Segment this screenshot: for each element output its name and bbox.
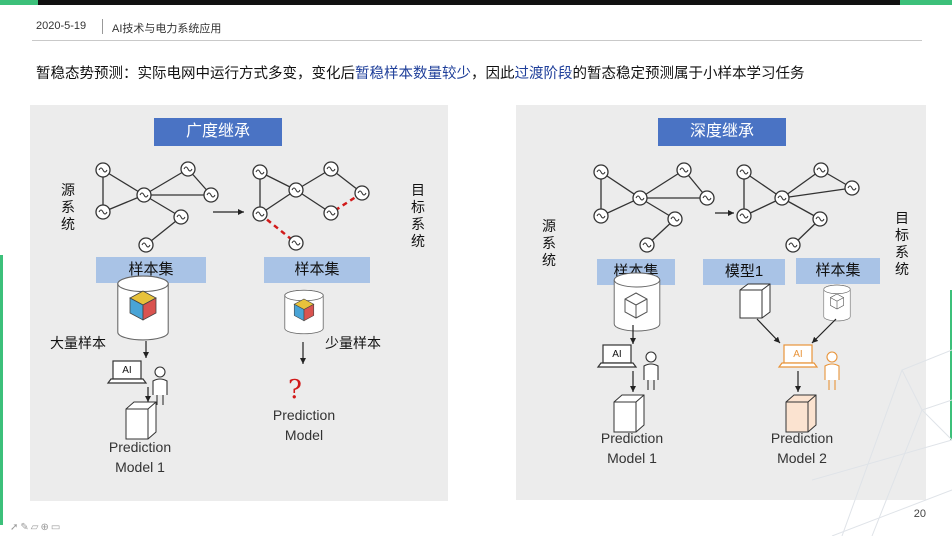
depth-inheritance-panel: [516, 105, 926, 500]
right-arrow-samples-to-ai: [811, 318, 837, 344]
pen-icon[interactable]: ✎: [20, 522, 31, 533]
top-accent-right: [900, 0, 952, 5]
left-ai-label: AI: [122, 365, 131, 376]
left-sample-set-2: 样本集: [264, 257, 370, 283]
right-ai-label-2: AI: [793, 349, 802, 360]
left-model-cube-1: [125, 401, 157, 440]
headline-part-2: ，因此: [471, 66, 515, 82]
right-arrow-model-to-ai: [756, 318, 781, 344]
left-target-network: [259, 168, 363, 215]
right-sample-set-2: 样本集: [796, 258, 880, 284]
left-target-system-label: 目标系统: [411, 182, 425, 249]
right-database-icon-2: [823, 284, 851, 322]
headline-part-3: 的暂态稳定预测属于小样本学习任务: [572, 66, 805, 82]
headline-highlight-1: 暂稳样本数量较少: [355, 66, 471, 82]
right-pred1-line1: Prediction: [600, 430, 664, 446]
top-accent-left: [0, 0, 38, 5]
header-divider: [32, 40, 922, 41]
question-mark: ?: [288, 375, 302, 405]
breadth-inheritance-title: 广度继承: [154, 118, 282, 146]
right-target-network: [743, 169, 853, 246]
eraser-icon[interactable]: ▱: [30, 522, 41, 533]
header-title: AI技术与电力系统应用: [112, 23, 222, 35]
model-1-box-icon: [739, 283, 771, 319]
right-target-system-label: 目标系统: [895, 210, 909, 277]
left-pred1-line1: Prediction: [108, 439, 172, 455]
header-date: 2020-5-19: [36, 20, 87, 32]
left-pred1-line2: Model 1: [115, 459, 165, 475]
right-database-icon-1: [613, 272, 661, 332]
headline-highlight-2: 过渡阶段: [514, 66, 573, 82]
left-target-generators: [252, 161, 370, 251]
left-large-database-icon: [117, 275, 169, 341]
depth-inheritance-title: 深度继承: [658, 118, 786, 146]
header-separator: [102, 19, 103, 34]
headline-part-1: 暂稳态势预测：实际电网中运行方式多变，变化后: [36, 66, 355, 82]
left-user-icon: [152, 366, 168, 406]
right-user-icon-1: [643, 351, 659, 391]
slide-headline: 暂稳态势预测：实际电网中运行方式多变，变化后暂稳样本数量较少，因此过渡阶段的暂态…: [36, 62, 805, 83]
top-bar: [0, 0, 952, 5]
right-accent-bar: [950, 290, 952, 440]
page-number: 20: [913, 508, 926, 520]
left-pred2-line1: Prediction: [272, 407, 336, 423]
right-pred2-line1: Prediction: [770, 430, 834, 446]
right-model-cube-2: [785, 394, 817, 433]
right-user-icon-2: [824, 351, 840, 390]
left-source-system-label: 源系统: [61, 182, 75, 232]
right-pred2-line2: Model 2: [777, 450, 827, 466]
pointer-icon[interactable]: ➚: [10, 522, 21, 533]
right-source-system-label: 源系统: [542, 218, 556, 268]
background-decoration: [812, 349, 952, 536]
left-sample-set-1: 样本集: [96, 257, 206, 283]
few-samples-label: 少量样本: [325, 335, 381, 351]
left-pred2-line2: Model: [284, 427, 324, 443]
left-accent-bar: [0, 255, 3, 525]
right-ai-computer-icon-2: [777, 344, 819, 368]
presentation-toolbar[interactable]: ➚✎▱⊕▭: [10, 522, 62, 533]
right-ai-label-1: AI: [612, 349, 621, 360]
left-small-database-icon: [284, 289, 324, 335]
left-source-network: [102, 168, 212, 246]
zoom-icon[interactable]: ⊕: [40, 522, 51, 533]
right-model-cube-1: [613, 394, 645, 433]
right-source-network: [600, 169, 708, 246]
model-1-label: 模型1: [703, 259, 785, 285]
menu-icon[interactable]: ▭: [50, 522, 63, 533]
many-samples-label: 大量样本: [50, 335, 106, 351]
right-pred1-line2: Model 1: [607, 450, 657, 466]
